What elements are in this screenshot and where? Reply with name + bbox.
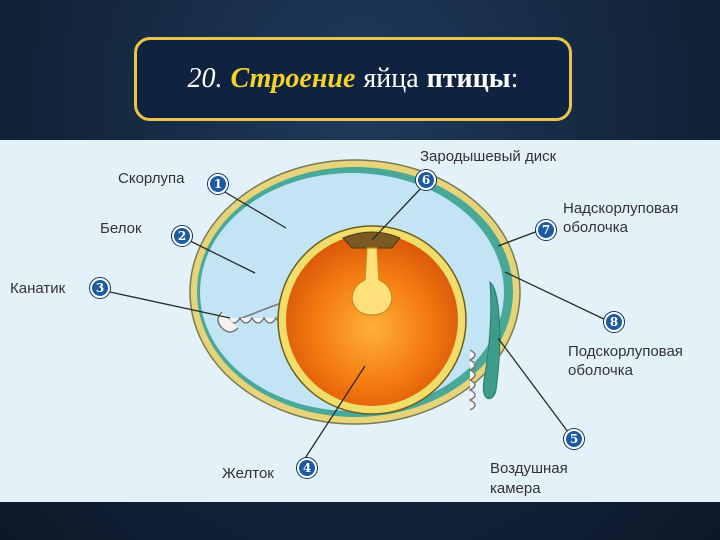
badge-6: 6 [416, 170, 436, 190]
badge-4: 4 [297, 458, 317, 478]
label-outer-membrane-2: оболочка [563, 219, 628, 236]
badge-5: 5 [564, 429, 584, 449]
germinal-disc [342, 231, 401, 249]
label-inner-membrane-1: Подскорлуповая [568, 343, 683, 360]
title-colon: : [510, 63, 519, 94]
badge-8: 8 [604, 312, 624, 332]
egg-diagram-panel: Скорлупа Белок Канатик Зародышевый диск … [0, 140, 720, 502]
label-outer-membrane-1: Надскорлуповая [563, 200, 679, 217]
yolk [286, 234, 458, 406]
label-albumen: Белок [100, 220, 142, 237]
title-word-bird: птицы [426, 63, 511, 94]
label-inner-membrane-2: оболочка [568, 362, 633, 379]
label-chalaza: Канатик [10, 280, 66, 297]
badge-3: 3 [90, 278, 110, 298]
label-shell: Скорлупа [118, 170, 185, 187]
air-cell [482, 280, 501, 399]
title-highlight: Строение [230, 63, 356, 94]
badge-2: 2 [172, 226, 192, 246]
label-air-cell-1: Воздушная [490, 460, 568, 477]
label-germinal-disc: Зародышевый диск [420, 148, 557, 165]
label-air-cell-2: камера [490, 480, 541, 497]
latebra [351, 247, 393, 316]
title-word-egg: яйца [363, 63, 419, 94]
egg-diagram [109, 159, 609, 467]
title-box: 20. Строение яйца птицы: [134, 37, 572, 121]
badge-7: 7 [536, 220, 556, 240]
title-number: 20. [187, 63, 223, 94]
chalaza-right [468, 349, 476, 411]
badge-1: 1 [208, 174, 228, 194]
label-yolk: Желток [222, 465, 274, 482]
